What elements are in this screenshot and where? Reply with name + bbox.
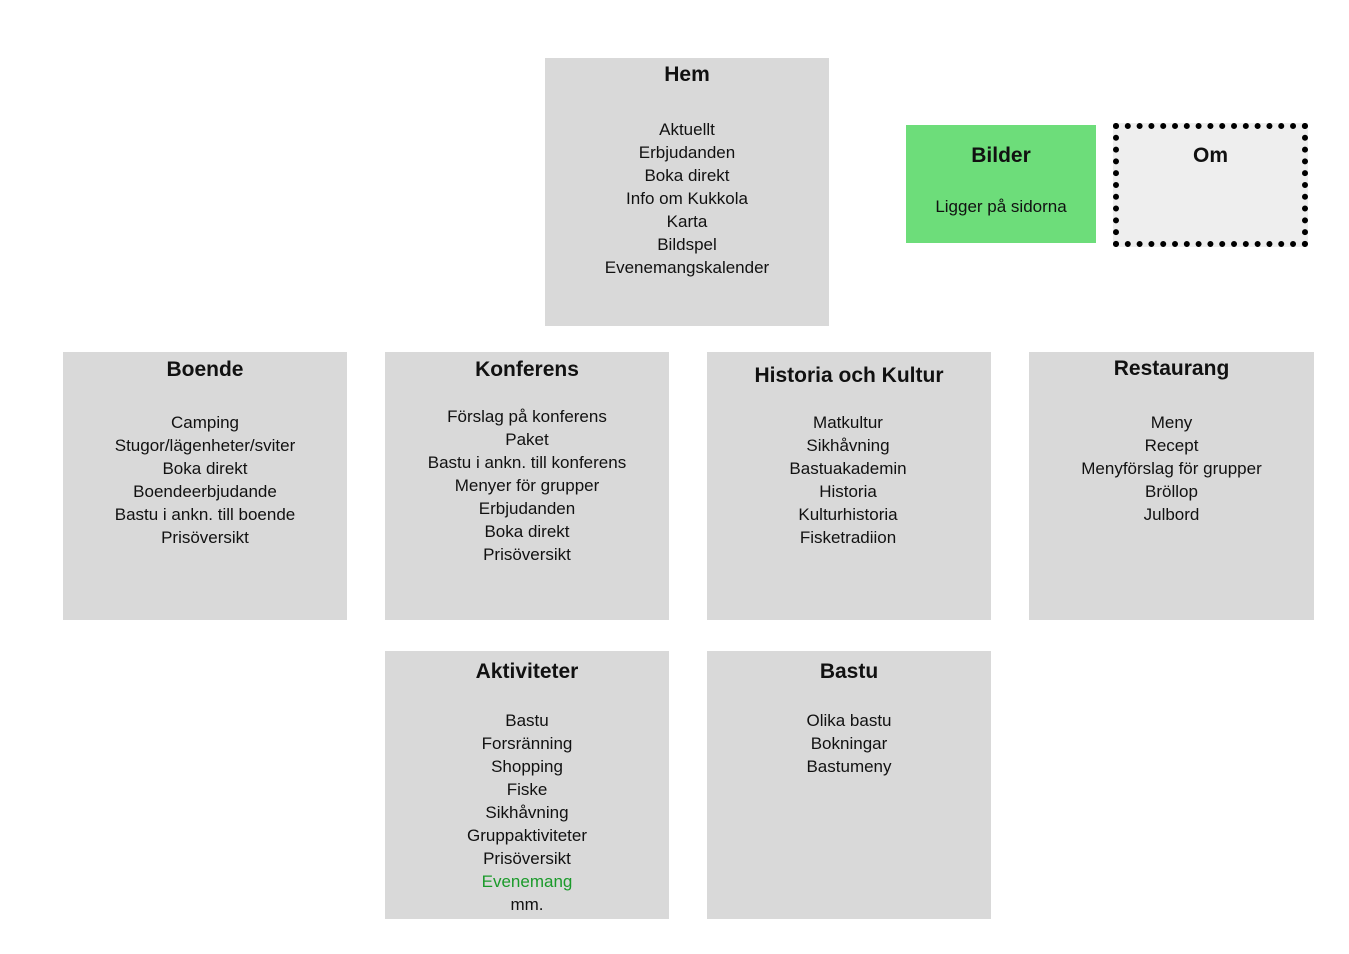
konferens-item-bastu: Bastu i ankn. till konferens [427, 453, 627, 472]
aktiviteter-item-fiske: Fiske [506, 780, 548, 799]
konferens-item-menyer: Menyer för grupper [454, 476, 600, 495]
boende-item-stugor: Stugor/lägenheter/sviter [114, 436, 296, 455]
restaurang-item-menyforslag: Menyförslag för grupper [1081, 459, 1262, 478]
konferens-item-boka-direkt: Boka direkt [484, 522, 570, 541]
konferens-item-paket: Paket [505, 430, 549, 449]
boende-title: Boende [166, 358, 244, 381]
historia-item-sikhavning: Sikhåvning [806, 436, 890, 455]
hem-item-erbjudanden: Erbjudanden [638, 143, 736, 162]
aktiviteter-item-bastu: Bastu [505, 711, 549, 730]
hem-item-boka-direkt: Boka direkt [644, 166, 730, 185]
hem-item-bildspel: Bildspel [657, 235, 717, 254]
boende-item-boendeerbjudande: Boendeerbjudande [133, 482, 277, 501]
restaurang-box: Restaurang Meny Recept Menyförslag för g… [1029, 352, 1314, 620]
historia-list: Matkultur Sikhåvning Bastuakademin Histo… [707, 411, 991, 549]
historia-item-fisketradition: Fisketradiion [799, 528, 897, 547]
boende-item-camping: Camping [170, 413, 240, 432]
bilder-box: Bilder Ligger på sidorna [906, 125, 1096, 243]
aktiviteter-item-gruppaktiviteter: Gruppaktiviteter [467, 826, 587, 845]
hem-item-info-om-kukkola: Info om Kukkola [626, 189, 748, 208]
boende-item-bastu: Bastu i ankn. till boende [114, 505, 296, 524]
aktiviteter-item-forsranning: Forsränning [481, 734, 573, 753]
historia-item-kulturhistoria: Kulturhistoria [798, 505, 898, 524]
restaurang-title: Restaurang [1113, 357, 1230, 380]
boende-list: Camping Stugor/lägenheter/sviter Boka di… [63, 411, 347, 549]
aktiviteter-item-sikhavning: Sikhåvning [485, 803, 569, 822]
boende-item-prisoversikt: Prisöversikt [161, 528, 249, 547]
aktiviteter-box: Aktiviteter Bastu Forsränning Shopping F… [385, 651, 669, 919]
hem-item-evenemangskalender: Evenemangskalender [604, 258, 770, 277]
historia-box: Historia och Kultur Matkultur Sikhåvning… [707, 352, 991, 620]
konferens-box: Konferens Förslag på konferens Paket Bas… [385, 352, 669, 620]
bastu-title: Bastu [819, 660, 879, 683]
konferens-item-forslag: Förslag på konferens [447, 407, 607, 426]
bastu-item-olika-bastu: Olika bastu [806, 711, 892, 730]
aktiviteter-item-mm: mm. [510, 895, 544, 914]
konferens-list: Förslag på konferens Paket Bastu i ankn.… [385, 405, 669, 566]
om-box: Om [1113, 123, 1308, 247]
restaurang-list: Meny Recept Menyförslag för grupper Bröl… [1029, 411, 1314, 526]
historia-item-historia: Historia [819, 482, 877, 501]
boende-item-boka-direkt: Boka direkt [162, 459, 248, 478]
restaurang-item-brollop: Bröllop [1145, 482, 1198, 501]
bastu-list: Olika bastu Bokningar Bastumeny [707, 709, 991, 778]
boende-box: Boende Camping Stugor/lägenheter/sviter … [63, 352, 347, 620]
historia-item-matkultur: Matkultur [813, 413, 883, 432]
aktiviteter-item-evenemang: Evenemang [481, 872, 573, 891]
om-title: Om [1192, 144, 1228, 167]
restaurang-item-recept: Recept [1144, 436, 1199, 455]
aktiviteter-list: Bastu Forsränning Shopping Fiske Sikhåvn… [385, 709, 669, 916]
aktiviteter-item-prisoversikt: Prisöversikt [483, 849, 571, 868]
aktiviteter-item-shopping: Shopping [491, 757, 563, 776]
konferens-item-erbjudanden: Erbjudanden [478, 499, 576, 518]
aktiviteter-title: Aktiviteter [475, 660, 579, 683]
hem-title: Hem [664, 63, 710, 86]
restaurang-item-meny: Meny [1150, 413, 1193, 432]
hem-item-aktuellt: Aktuellt [659, 120, 715, 139]
konferens-title: Konferens [475, 358, 579, 381]
restaurang-item-julbord: Julbord [1143, 505, 1200, 524]
bilder-note: Ligger på sidorna [935, 197, 1067, 216]
bastu-item-bokningar: Bokningar [810, 734, 888, 753]
historia-item-bastuakademin: Bastuakademin [789, 459, 907, 478]
bilder-title: Bilder [971, 144, 1031, 167]
hem-list: Aktuellt Erbjudanden Boka direkt Info om… [545, 118, 829, 279]
bastu-item-bastumeny: Bastumeny [806, 757, 892, 776]
historia-title: Historia och Kultur [754, 364, 944, 387]
konferens-item-prisoversikt: Prisöversikt [483, 545, 571, 564]
hem-item-karta: Karta [666, 212, 708, 231]
bastu-box: Bastu Olika bastu Bokningar Bastumeny [707, 651, 991, 919]
hem-box: Hem Aktuellt Erbjudanden Boka direkt Inf… [545, 58, 829, 326]
